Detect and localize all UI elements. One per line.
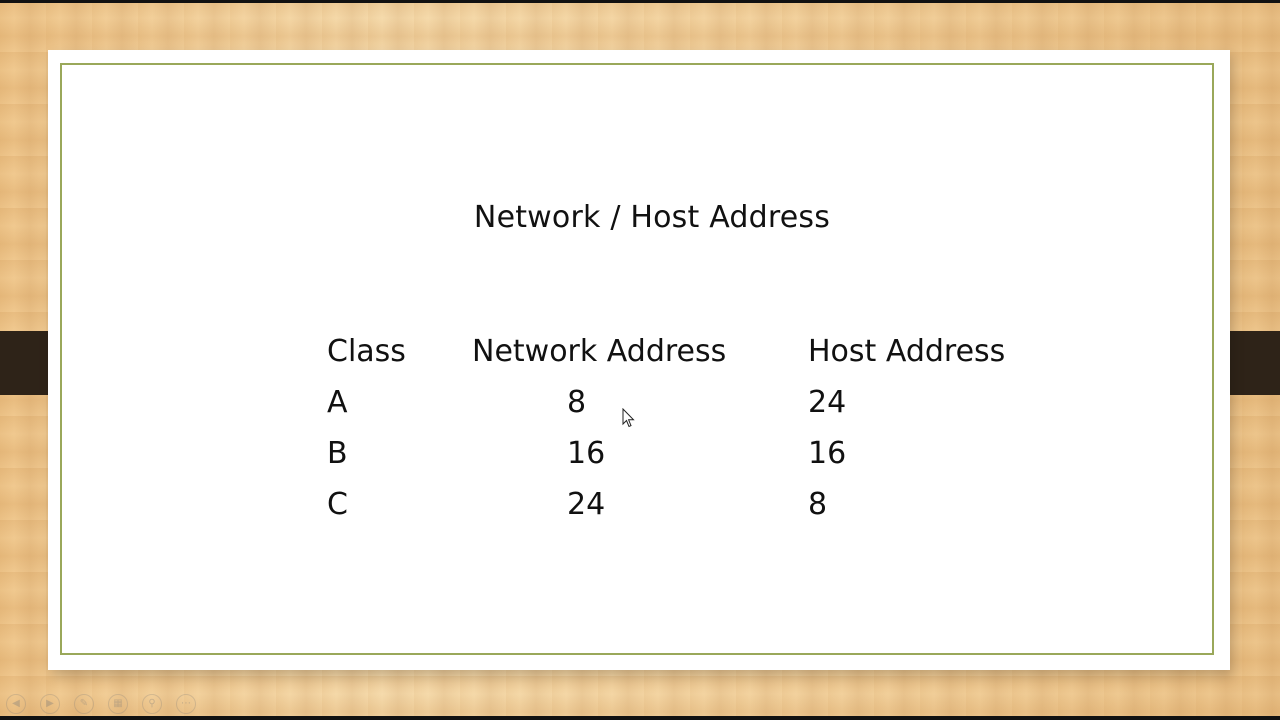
table-cell-host-bits: 8: [808, 487, 828, 522]
more-icon[interactable]: ⋯: [176, 694, 196, 714]
mouse-pointer-icon: [622, 408, 635, 428]
slide-frame: [60, 63, 1214, 655]
top-border: [0, 0, 1280, 3]
back-icon[interactable]: ◀: [6, 694, 26, 714]
slides-icon[interactable]: ▦: [108, 694, 128, 714]
bottom-border: [0, 716, 1280, 720]
table-cell-class: B: [327, 436, 348, 471]
table-header-network-address: Network Address: [472, 334, 727, 369]
slideshow-controls: ◀ ▶ ✎ ▦ ⚲ ⋯: [6, 694, 196, 714]
table-cell-host-bits: 24: [808, 385, 847, 420]
table-cell-class: A: [327, 385, 348, 420]
table-cell-network-bits: 8: [567, 385, 587, 420]
zoom-icon[interactable]: ⚲: [142, 694, 162, 714]
table-cell-class: C: [327, 487, 348, 522]
slide: Network / Host Address Class Network Add…: [48, 50, 1230, 670]
table-cell-network-bits: 24: [567, 487, 606, 522]
table-cell-network-bits: 16: [567, 436, 606, 471]
table-header-class: Class: [327, 334, 406, 369]
forward-icon[interactable]: ▶: [40, 694, 60, 714]
table-cell-host-bits: 16: [808, 436, 847, 471]
pen-icon[interactable]: ✎: [74, 694, 94, 714]
table-header-host-address: Host Address: [808, 334, 1006, 369]
slide-title: Network / Host Address: [473, 200, 831, 235]
